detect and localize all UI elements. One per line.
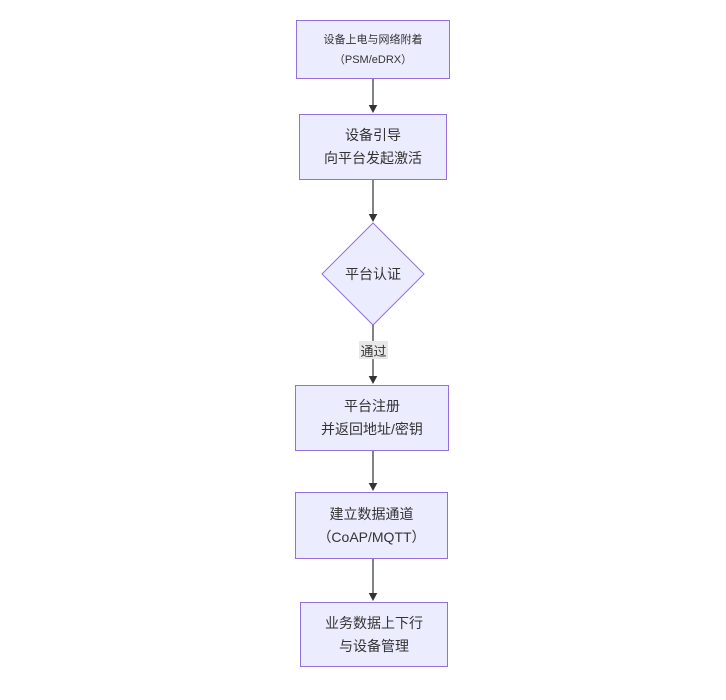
node-label-line: 业务数据上下行 xyxy=(325,614,423,631)
node-label-line: 向平台发起激活 xyxy=(324,150,422,166)
node-label-line: 建立数据通道 xyxy=(329,505,414,522)
node-label-line: 设备上电与网络附着 xyxy=(323,33,423,46)
arrowhead-power-to-bootstrap xyxy=(368,105,378,113)
decision-diamond-shape xyxy=(321,222,425,326)
node-label-line: 平台注册 xyxy=(344,398,400,414)
node-power-on-attach: 设备上电与网络附着 （PSM/eDRX） xyxy=(296,20,450,79)
node-label-line: 并返回地址/密钥 xyxy=(321,421,423,437)
arrowhead-bootstrap-to-decision xyxy=(368,214,378,222)
node-business-data-mgmt: 业务数据上下行 与设备管理 xyxy=(300,602,448,667)
node-label-line: （PSM/eDRX） xyxy=(333,53,413,66)
arrowhead-decision-to-register xyxy=(368,376,378,384)
arrowhead-channel-to-business xyxy=(368,593,378,601)
edge-label-pass: 通过 xyxy=(359,341,388,359)
node-label-line: 与设备管理 xyxy=(339,637,409,654)
node-platform-register: 平台注册 并返回地址/密钥 xyxy=(295,385,449,451)
node-label-line: 设备引导 xyxy=(345,127,401,143)
arrowhead-register-to-channel xyxy=(368,483,378,491)
edge-label-text: 通过 xyxy=(360,343,387,359)
node-data-channel: 建立数据通道 （CoAP/MQTT） xyxy=(295,492,448,559)
node-label-line: （CoAP/MQTT） xyxy=(317,528,426,545)
node-bootstrap-activate: 设备引导 向平台发起激活 xyxy=(299,114,447,180)
